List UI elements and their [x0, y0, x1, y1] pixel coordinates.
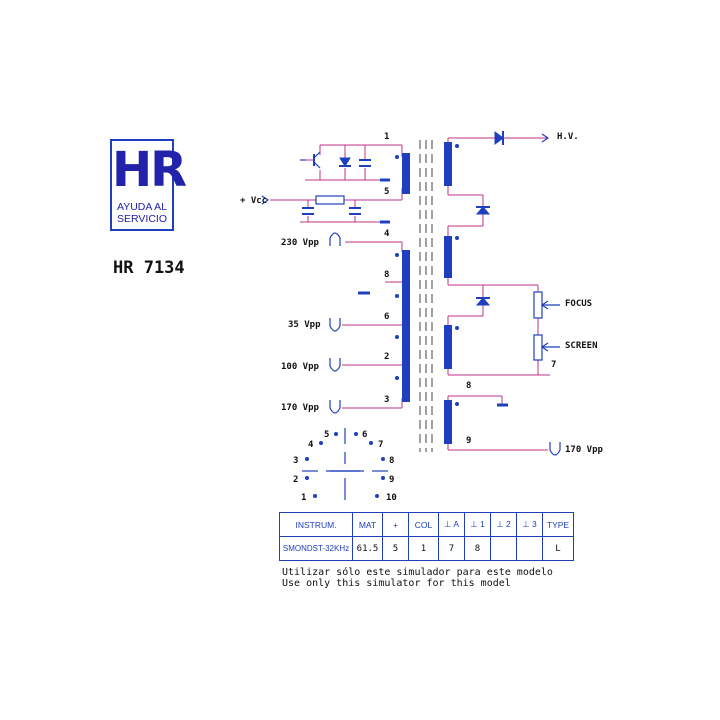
v170-label: 170 Vpp — [281, 403, 320, 413]
logo-line-2: SERVICIO — [117, 213, 167, 225]
socket-pin-8: 8 — [389, 456, 394, 466]
table-header-row: INSTRUM. MAT + COL ⊥ A ⊥ 1 ⊥ 2 ⊥ 3 TYPE — [279, 512, 574, 537]
header-ground-2: ⊥ 2 — [490, 512, 517, 537]
header-plus: + — [382, 512, 409, 537]
header-type: TYPE — [542, 512, 574, 537]
pin-2: 2 — [384, 352, 389, 362]
pin-3: 3 — [384, 395, 389, 405]
focus-label: FOCUS — [565, 299, 592, 309]
header-ground-1: ⊥ 1 — [464, 512, 491, 537]
model-number: HR 7134 — [113, 258, 185, 278]
v100-label: 100 Vpp — [281, 362, 320, 372]
note-english: Use only this simulator for this model — [282, 578, 511, 589]
cell-ground-a: 7 — [438, 536, 465, 561]
pin-6: 6 — [384, 312, 389, 322]
cell-col: 1 — [408, 536, 439, 561]
hr-logo: HR AYUDA AL SERVICIO — [110, 139, 187, 231]
windings — [305, 142, 459, 498]
header-mat: MAT — [352, 512, 383, 537]
socket-pin-3: 3 — [293, 456, 298, 466]
header-ground-3: ⊥ 3 — [516, 512, 543, 537]
cell-mat: 61.5 — [352, 536, 383, 561]
hv-label: H.V. — [557, 132, 579, 142]
transformer-core — [419, 140, 433, 452]
pin-1: 1 — [384, 132, 389, 142]
pin-9: 9 — [466, 436, 471, 446]
cell-ground-3 — [516, 536, 543, 561]
spec-table: INSTRUM. MAT + COL ⊥ A ⊥ 1 ⊥ 2 ⊥ 3 TYPE … — [279, 512, 574, 561]
socket-pin-10: 10 — [386, 493, 397, 503]
socket-pin-2: 2 — [293, 475, 298, 485]
cell-type: L — [542, 536, 574, 561]
v170-secondary-label: 170 Vpp — [565, 445, 604, 455]
v35-label: 35 Vpp — [288, 320, 321, 330]
screen-label: SCREEN — [565, 341, 598, 351]
note-spanish: Utilizar sólo este simulador para este m… — [282, 567, 553, 578]
table-row: SMONDST-32KHz 61.5 5 1 7 8 L — [279, 536, 574, 561]
pin-8-secondary: 8 — [466, 381, 471, 391]
socket-pin-9: 9 — [389, 475, 394, 485]
pin-4: 4 — [384, 229, 390, 239]
logo-subtitle: AYUDA AL SERVICIO — [112, 201, 172, 225]
pin-5: 5 — [384, 187, 389, 197]
cell-ground-1: 8 — [464, 536, 491, 561]
socket-pin-4: 4 — [308, 440, 314, 450]
socket-pin-5: 5 — [324, 430, 329, 440]
vcc-label: + Vcc — [240, 196, 267, 206]
components — [261, 133, 561, 500]
socket-pin-7: 7 — [378, 440, 383, 450]
pin-8: 8 — [384, 270, 389, 280]
socket-pin-6: 6 — [362, 430, 367, 440]
cell-plus: 5 — [382, 536, 409, 561]
header-instrum: INSTRUM. — [279, 512, 353, 537]
cell-instrum: SMONDST-32KHz — [279, 536, 353, 561]
usage-note: Utilizar sólo este simulador para este m… — [282, 567, 553, 589]
diodes — [339, 131, 504, 306]
ground-symbols — [358, 178, 508, 407]
logo-line-1: AYUDA AL — [117, 201, 167, 213]
socket-pin-1: 1 — [301, 493, 306, 503]
pin-7: 7 — [551, 360, 556, 370]
v230-label: 230 Vpp — [281, 238, 320, 248]
header-ground-a: ⊥ A — [438, 512, 465, 537]
header-col: COL — [408, 512, 439, 537]
cell-ground-2 — [490, 536, 517, 561]
